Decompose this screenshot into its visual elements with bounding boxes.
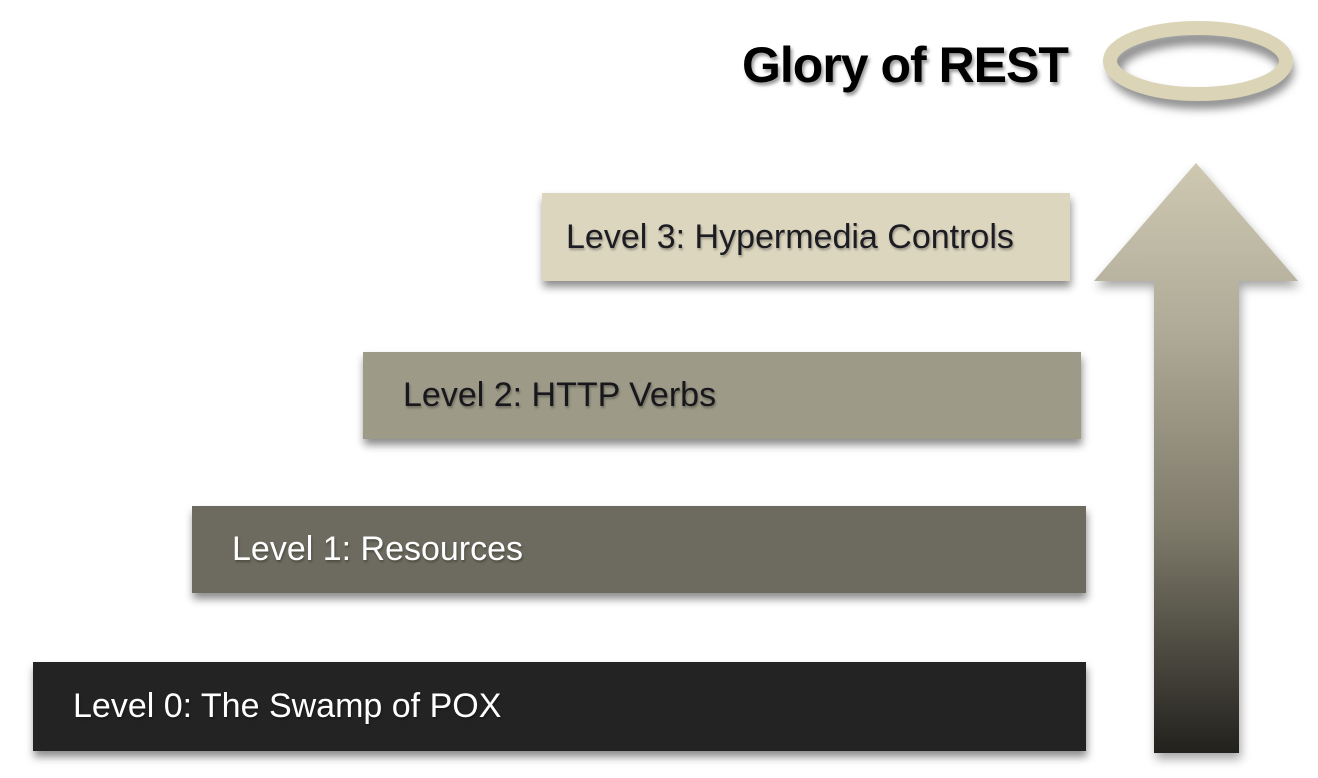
level-2-bar: Level 2: HTTP Verbs <box>363 352 1081 439</box>
level-0-label: Level 0: The Swamp of POX <box>73 687 502 725</box>
level-1-label: Level 1: Resources <box>232 530 524 568</box>
halo-ring <box>1103 21 1293 101</box>
level-1-bar: Level 1: Resources <box>192 506 1086 593</box>
level-3-bar: Level 3: Hypermedia Controls <box>542 193 1070 281</box>
level-0-bar: Level 0: The Swamp of POX <box>33 662 1086 751</box>
up-arrow-shape <box>1094 163 1298 753</box>
halo-icon <box>1103 21 1294 109</box>
level-3-label: Level 3: Hypermedia Controls <box>566 217 1014 256</box>
diagram-title: Glory of REST <box>742 37 1069 93</box>
up-arrow-icon <box>1094 163 1298 753</box>
level-2-label: Level 2: HTTP Verbs <box>403 376 717 414</box>
